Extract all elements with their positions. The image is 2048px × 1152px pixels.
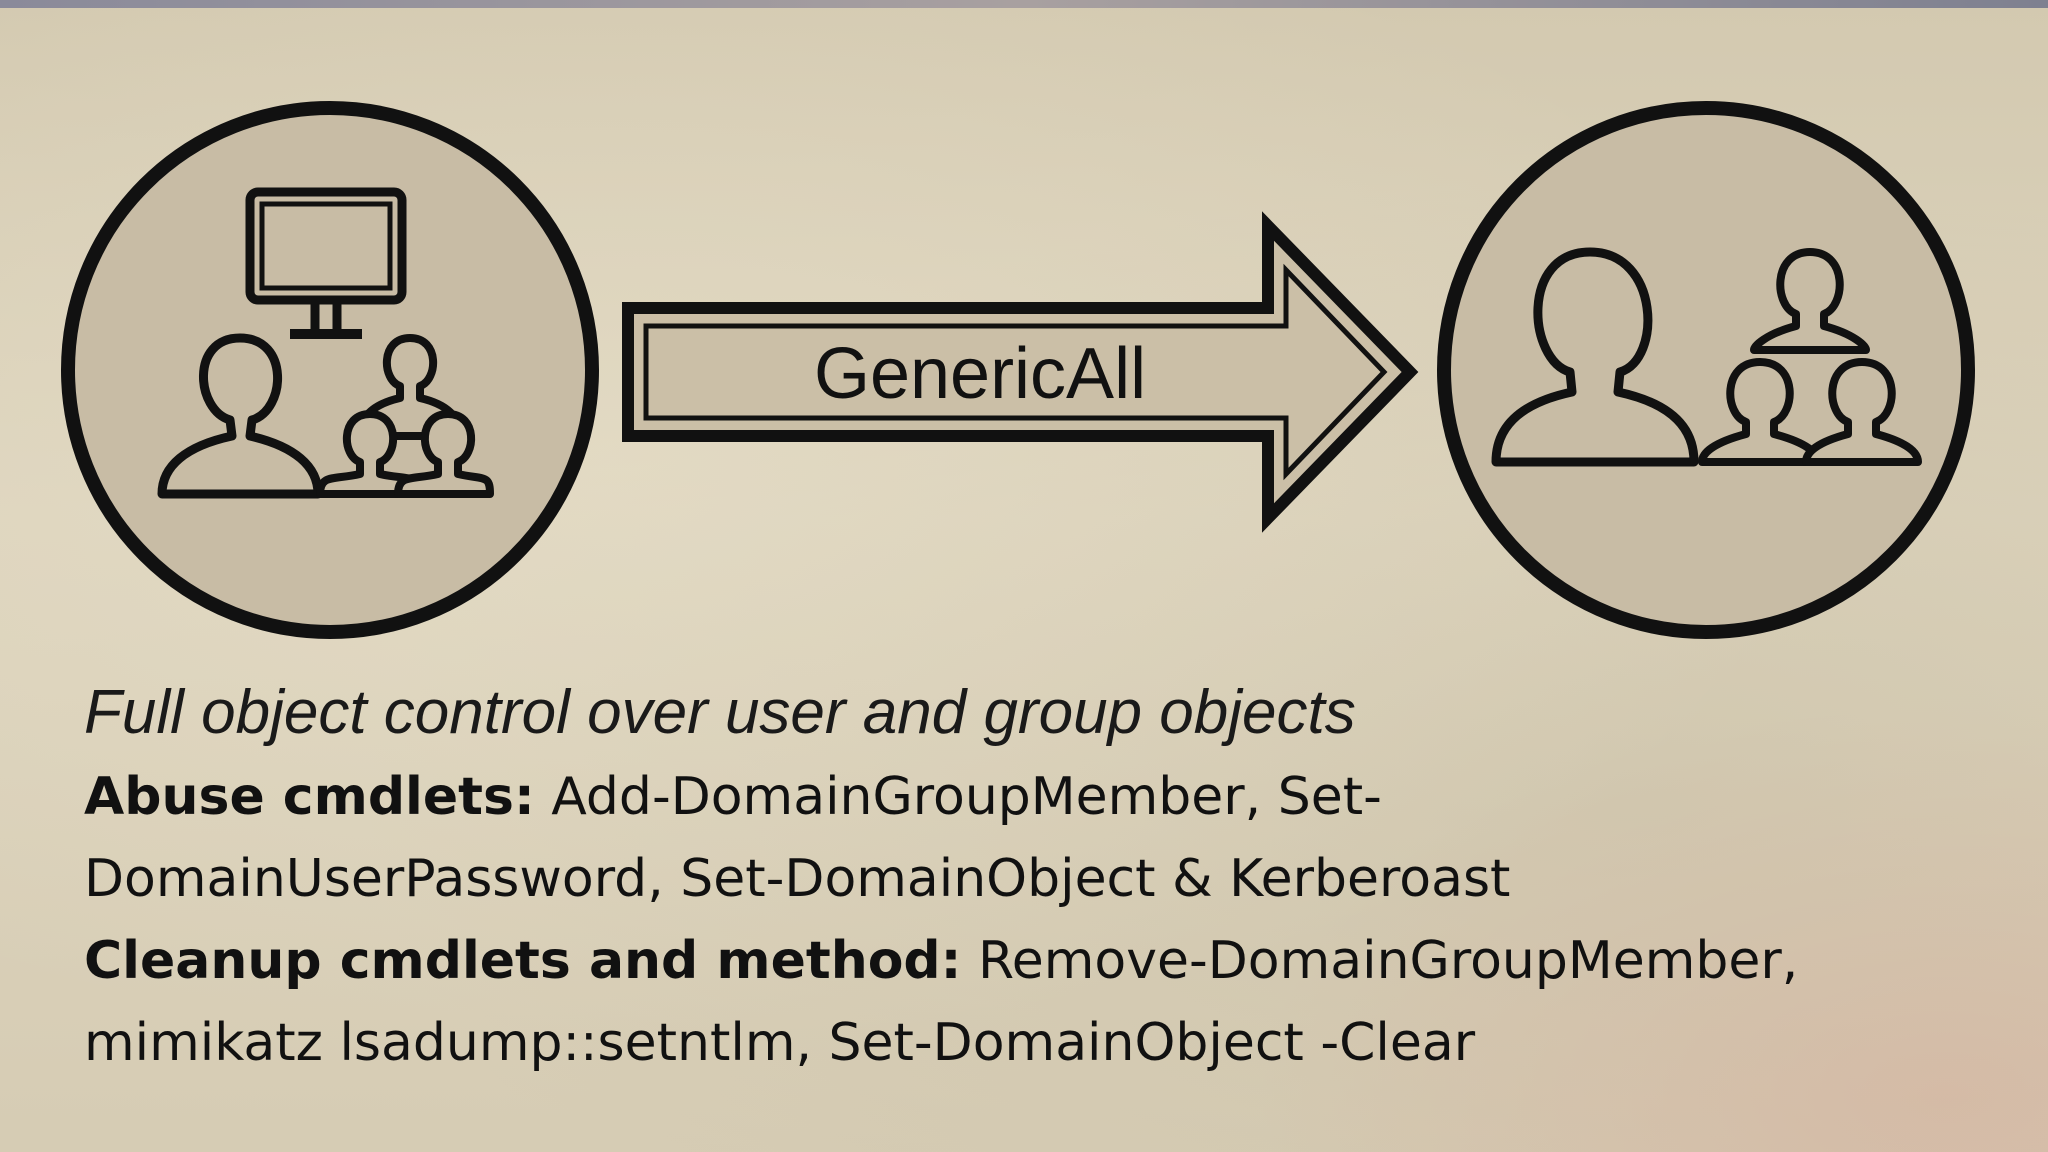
- abuse-line-2: DomainUserPassword, Set-DomainObject & K…: [84, 838, 2004, 920]
- top-band: [0, 0, 2048, 8]
- abuse-heading: Abuse cmdlets:: [84, 767, 535, 827]
- source-node: [61, 101, 599, 639]
- generic-all-arrow: GenericAll: [622, 211, 1419, 533]
- group-icon: [316, 334, 494, 498]
- subtitle: Full object control over user and group …: [84, 678, 1356, 747]
- user-icon: [157, 333, 323, 499]
- target-node: [1437, 101, 1975, 639]
- cleanup-text-1: Remove-DomainGroupMember,: [961, 931, 1799, 991]
- cleanup-line-2: mimikatz lsadump::setntlm, Set-DomainObj…: [84, 1002, 2004, 1084]
- user-icon-large: [1491, 247, 1699, 467]
- description-block: Full object control over user and group …: [84, 670, 2004, 1084]
- abuse-text-2: DomainUserPassword, Set-DomainObject & K…: [84, 849, 1511, 909]
- diagram: GenericAll: [61, 101, 1975, 639]
- cleanup-line-1: Cleanup cmdlets and method: Remove-Domai…: [84, 920, 2004, 1002]
- abuse-line-1: Abuse cmdlets: Add-DomainGroupMember, Se…: [84, 756, 2004, 838]
- computer-icon: [245, 187, 407, 339]
- abuse-text-1: Add-DomainGroupMember, Set-: [534, 767, 1382, 827]
- cleanup-heading: Cleanup cmdlets and method:: [84, 931, 962, 991]
- group-icon-large: [1698, 248, 1922, 466]
- arrow-label: GenericAll: [814, 334, 1146, 414]
- cleanup-text-2: mimikatz lsadump::setntlm, Set-DomainObj…: [84, 1013, 1476, 1073]
